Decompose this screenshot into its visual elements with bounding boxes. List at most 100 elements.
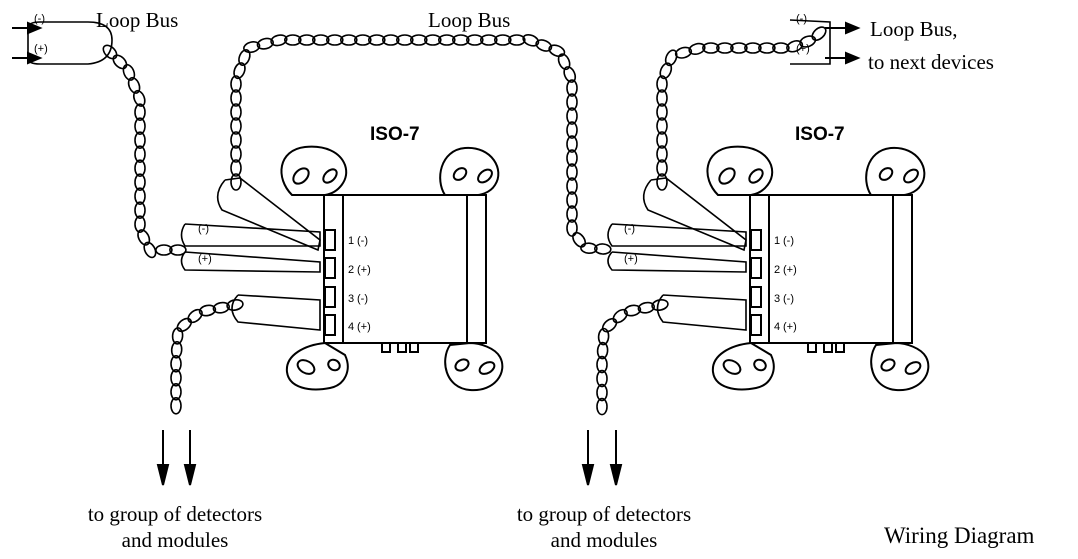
group-arrowhead-left-1: [156, 464, 170, 486]
output-braid-link: [702, 42, 720, 54]
middle-braid-link: [493, 34, 512, 46]
mount-slot: [722, 359, 742, 375]
input-minus-tag: (-): [34, 13, 45, 25]
middle-braid-link: [325, 34, 344, 46]
terminal-3-num: 3: [774, 293, 780, 305]
middle-braid-link: [566, 177, 578, 195]
input-braid-link: [134, 187, 146, 205]
input-braid-link: [112, 54, 128, 70]
iso1-group-braid-link: [171, 327, 184, 345]
iso2-group-sheath: [656, 294, 747, 331]
output-braid-link: [656, 159, 668, 177]
mount-slot: [452, 167, 468, 181]
iso1-group-braid-link: [170, 382, 182, 401]
iso1-group-braid-link: [170, 354, 182, 373]
input-braid-link: [134, 145, 146, 163]
output-arrowhead-minus: [845, 21, 861, 35]
middle-braid-link: [535, 39, 553, 52]
middle-braid-link: [563, 66, 577, 83]
terminal-block-3: [324, 286, 336, 308]
output-braid-link: [656, 173, 668, 191]
middle-braid-link: [566, 121, 578, 139]
loop-bus-label-middle: Loop Bus: [428, 8, 511, 32]
mounting-ear-bottom-right: [870, 341, 930, 392]
terminal-1-num: 1: [348, 235, 354, 247]
iso7-module-1: [280, 145, 504, 392]
mount-slot: [904, 361, 922, 375]
middle-braid-link: [283, 34, 302, 46]
output-braid-link: [656, 145, 668, 163]
input-braid-link: [102, 44, 118, 60]
iso2-group-braid-link: [601, 317, 618, 333]
iso7-model-label-1: ISO-7: [370, 124, 420, 145]
input-braid-link: [134, 215, 146, 233]
middle-braid-link: [311, 34, 330, 46]
terminal-1-sign: (-): [357, 235, 368, 247]
iso1-group-braid-link: [176, 317, 193, 333]
input-braid-link: [134, 103, 146, 121]
iso1-group-braid-link: [226, 299, 244, 311]
iso2-group-braid-link: [612, 308, 628, 324]
middle-braid-link: [566, 93, 578, 111]
middle-braid-link: [572, 231, 587, 248]
middle-braid-link: [594, 243, 612, 255]
terminal-2-num: 2: [348, 264, 354, 276]
iso2-group-braid-link: [596, 383, 608, 402]
middle-braid-link: [507, 34, 526, 46]
terminal-2-num: 2: [774, 264, 780, 276]
iso1-group-braid-link: [187, 308, 203, 324]
middle-braid-link: [256, 37, 274, 50]
cables: [27, 19, 831, 416]
input-braid-link: [134, 159, 146, 177]
middle-braid-link: [566, 191, 578, 209]
middle-braid-link: [566, 135, 578, 153]
mount-slot: [478, 361, 496, 375]
iso2-output-sheath: [642, 177, 747, 252]
middle-braid-link: [230, 131, 242, 149]
iso2-group-braid-link: [596, 355, 608, 374]
middle-braid-link: [381, 34, 400, 46]
group-arrows: [156, 430, 623, 486]
terminal-3-sign: (-): [783, 293, 794, 305]
middle-braid-link: [557, 53, 571, 71]
input-braid-link: [134, 173, 146, 191]
mount-slot: [753, 358, 767, 372]
output-minus-tag: (-): [796, 13, 807, 25]
middle-braid-link: [566, 107, 578, 125]
output-braid-link: [688, 42, 706, 55]
iso2-input-sheath-minus: [607, 223, 747, 247]
middle-braid-link: [437, 34, 456, 46]
bottom-tab: [397, 342, 407, 353]
output-braid-link: [656, 117, 668, 135]
mount-slot: [292, 167, 310, 185]
iso2-group-braid-link: [597, 327, 610, 346]
iso7-module-1-labels: ISO-7 1 (-) 2 (+) 3 (-) 4 (+): [348, 124, 420, 333]
input-braid-link: [155, 244, 173, 256]
mount-slot: [327, 358, 341, 372]
iso1-output-sheath: [216, 177, 321, 252]
bottom-tab: [823, 342, 833, 353]
input-braid-link: [137, 229, 151, 246]
middle-braid-link: [367, 34, 386, 46]
middle-braid-link: [580, 242, 598, 255]
iso1-group-braid-link: [212, 301, 231, 314]
mount-slot: [878, 167, 894, 181]
terminal-block-2: [324, 257, 336, 279]
terminal-1-sign: (-): [783, 235, 794, 247]
bottom-tab: [409, 342, 419, 353]
iso2-group-braid-link: [596, 341, 609, 360]
group-label-right-2: and modules: [550, 528, 658, 552]
iso2-group-braid-link: [623, 304, 642, 317]
terminal-block-3: [750, 286, 762, 308]
input-plus-tag: (+): [34, 43, 48, 55]
terminal-4-sign: (+): [783, 321, 797, 333]
output-braid-link: [758, 42, 776, 54]
input-arrowhead-minus: [27, 21, 43, 35]
iso7-module-2-labels: ISO-7 1 (-) 2 (+) 3 (-) 4 (+): [774, 124, 845, 333]
iso7-model-label-2: ISO-7: [795, 124, 845, 145]
mounting-ear-top-left: [706, 145, 774, 196]
terminal-2-sign: (+): [357, 264, 371, 276]
terminal-block-1: [750, 229, 762, 251]
mount-slot: [322, 168, 338, 184]
